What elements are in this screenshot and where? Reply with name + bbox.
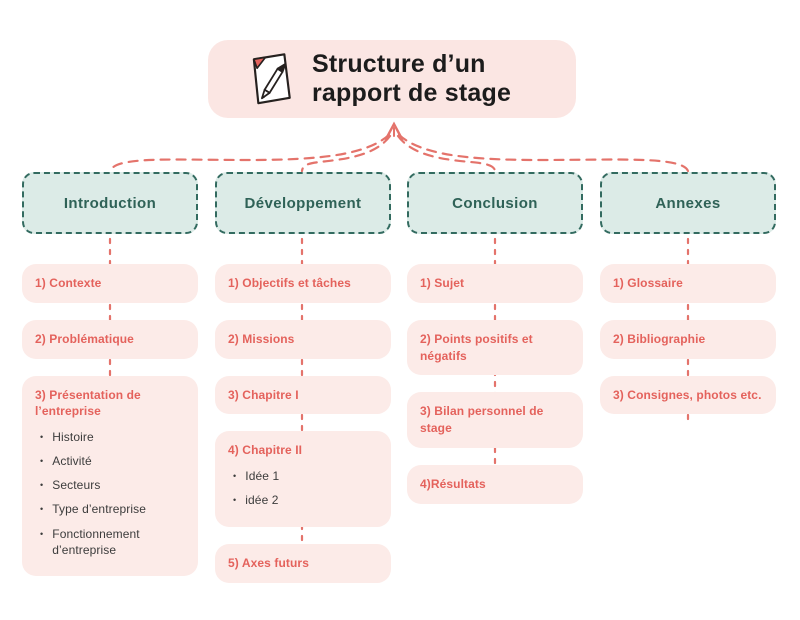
bullet-item: idée 2 (233, 492, 378, 509)
item-sujet: 1) Sujet (407, 264, 583, 303)
item-glossaire: 1) Glossaire (600, 264, 776, 303)
item-points-positifs-negatifs: 2) Points positifs et négatifs (407, 319, 583, 376)
diagram-title: Structure d’un rapport de stage (312, 50, 512, 107)
item-consignes-photos: 3) Consignes, photos etc. (600, 375, 776, 415)
bullet-item: Secteurs (40, 477, 185, 494)
bullet-item: Activité (40, 453, 185, 470)
item-axes-futurs: 5) Axes futurs (215, 544, 391, 584)
bullet-item: Idée 1 (233, 468, 378, 485)
item-problematique: 2) Problématique (22, 319, 198, 359)
apex-arrow (384, 121, 404, 141)
item-chapitre-1: 3) Chapitre I (215, 375, 391, 415)
branch-to-developpement (300, 134, 392, 173)
header-conclusion: Conclusion (407, 172, 583, 234)
column-annexes: Annexes 1) Glossaire 2) Bibliographie 3)… (600, 172, 776, 415)
item-label: 4) Chapitre II (228, 443, 303, 458)
column-conclusion: Conclusion 1) Sujet 2) Points positifs e… (407, 172, 583, 504)
bullet-item: Type d’entreprise (40, 501, 185, 518)
branch-to-annexes (397, 133, 690, 173)
item-missions: 2) Missions (215, 319, 391, 359)
column-introduction: Introduction 1) Contexte 2) Problématiqu… (22, 172, 198, 576)
header-annexes: Annexes (600, 172, 776, 234)
header-introduction: Introduction (22, 172, 198, 234)
item-bilan-personnel: 3) Bilan personnel de stage (407, 392, 583, 448)
item-resultats: 4)Résultats (407, 464, 583, 504)
header-developpement: Développement (215, 172, 391, 234)
item-objectifs-taches: 1) Objectifs et tâches (215, 264, 391, 303)
bullet-item: Histoire (40, 429, 185, 446)
branch-to-conclusion (396, 134, 497, 173)
title-box: Structure d’un rapport de stage (208, 40, 576, 118)
column-developpement: Développement 1) Objectifs et tâches 2) … (215, 172, 391, 584)
item-bibliographie: 2) Bibliographie (600, 319, 776, 359)
bullet-item: Fonctionnement d’entreprise (40, 526, 185, 558)
item-label: 3) Présentation de l’entreprise (35, 387, 141, 419)
branch-to-introduction (108, 133, 391, 173)
item-presentation-entreprise: 3) Présentation de l’entreprise Histoire… (22, 375, 198, 576)
notepad-pencil-icon (244, 49, 296, 109)
bullet-list: Idée 1 idée 2 (228, 468, 378, 509)
bullet-list: Histoire Activité Secteurs Type d’entrep… (35, 429, 185, 558)
item-contexte: 1) Contexte (22, 264, 198, 303)
item-chapitre-2: 4) Chapitre II Idée 1 idée 2 (215, 431, 391, 528)
